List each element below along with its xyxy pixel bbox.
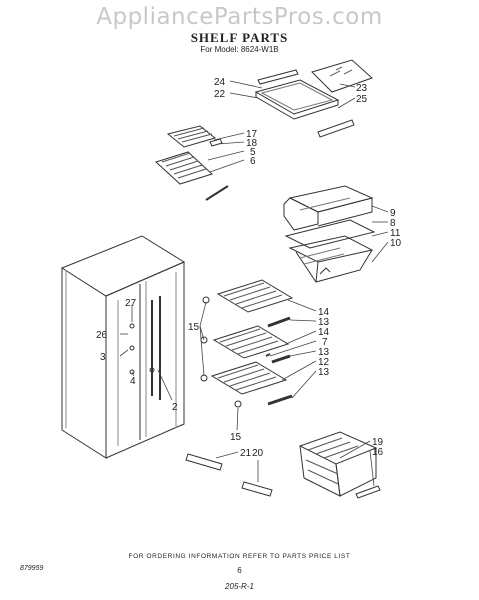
callout-7: 7: [322, 337, 328, 348]
callout-24: 24: [214, 77, 226, 88]
callout-2: 2: [172, 402, 178, 413]
callout-11: 11: [390, 228, 401, 239]
callout-13-second: 13: [318, 347, 330, 358]
shelf-frame-part: [254, 79, 340, 120]
callout-25: 25: [356, 94, 368, 105]
shelf-trim-strip-part: [257, 69, 355, 138]
callout-10: 10: [390, 238, 402, 249]
handwritten-note: 205-R-1: [225, 582, 254, 591]
glass-shelf-part: [311, 59, 373, 93]
callout-22: 22: [214, 89, 226, 100]
diagram-title: SHELF PARTS: [190, 30, 289, 45]
callout-27: 27: [125, 298, 137, 309]
page-number: 6: [237, 566, 242, 575]
shelf-support-part: [200, 296, 242, 408]
callout-8: 8: [390, 218, 396, 229]
callout-16: 16: [372, 447, 384, 458]
callout-14-first: 14: [318, 307, 330, 318]
leader-lines: [119, 80, 389, 487]
callout-15-lower: 15: [230, 432, 242, 443]
callout-14-second: 14: [318, 327, 330, 338]
freezer-basket-part: [298, 431, 381, 499]
callout-13-third: 13: [318, 367, 330, 378]
ordering-note: FOR ORDERING INFORMATION REFER TO PARTS …: [128, 553, 351, 560]
callout-21: 21: [240, 448, 252, 459]
callout-9: 9: [390, 208, 396, 219]
callout-12: 12: [318, 357, 330, 368]
callout-5: 5: [250, 147, 256, 158]
wire-shelf-part: [210, 279, 294, 395]
watermark: AppliancePartsPros.com: [96, 4, 383, 30]
callout-6: 6: [250, 156, 256, 167]
callout-15-upper: 15: [188, 322, 200, 333]
callout-26: 26: [96, 330, 108, 341]
callout-19: 19: [372, 437, 384, 448]
callout-labels: 24 22 23 25 17 18 5 6 9 8 11 10 27 26 3 …: [96, 77, 402, 459]
rail-part: [185, 453, 273, 497]
small-wire-shelf-part: [155, 125, 229, 201]
crisper-drawer-part: [283, 185, 376, 283]
callout-4: 4: [130, 376, 136, 387]
model-line: For Model: 8624-W1B: [200, 45, 279, 54]
shelf-trim-part: [265, 316, 293, 406]
callout-3: 3: [100, 352, 106, 363]
document-number: 879959: [20, 565, 44, 572]
callout-23: 23: [356, 83, 368, 94]
callout-17: 17: [246, 129, 258, 140]
callout-13-first: 13: [318, 317, 330, 328]
refrigerator-cabinet: [60, 235, 186, 459]
callout-18: 18: [246, 138, 258, 149]
callout-20: 20: [252, 448, 264, 459]
